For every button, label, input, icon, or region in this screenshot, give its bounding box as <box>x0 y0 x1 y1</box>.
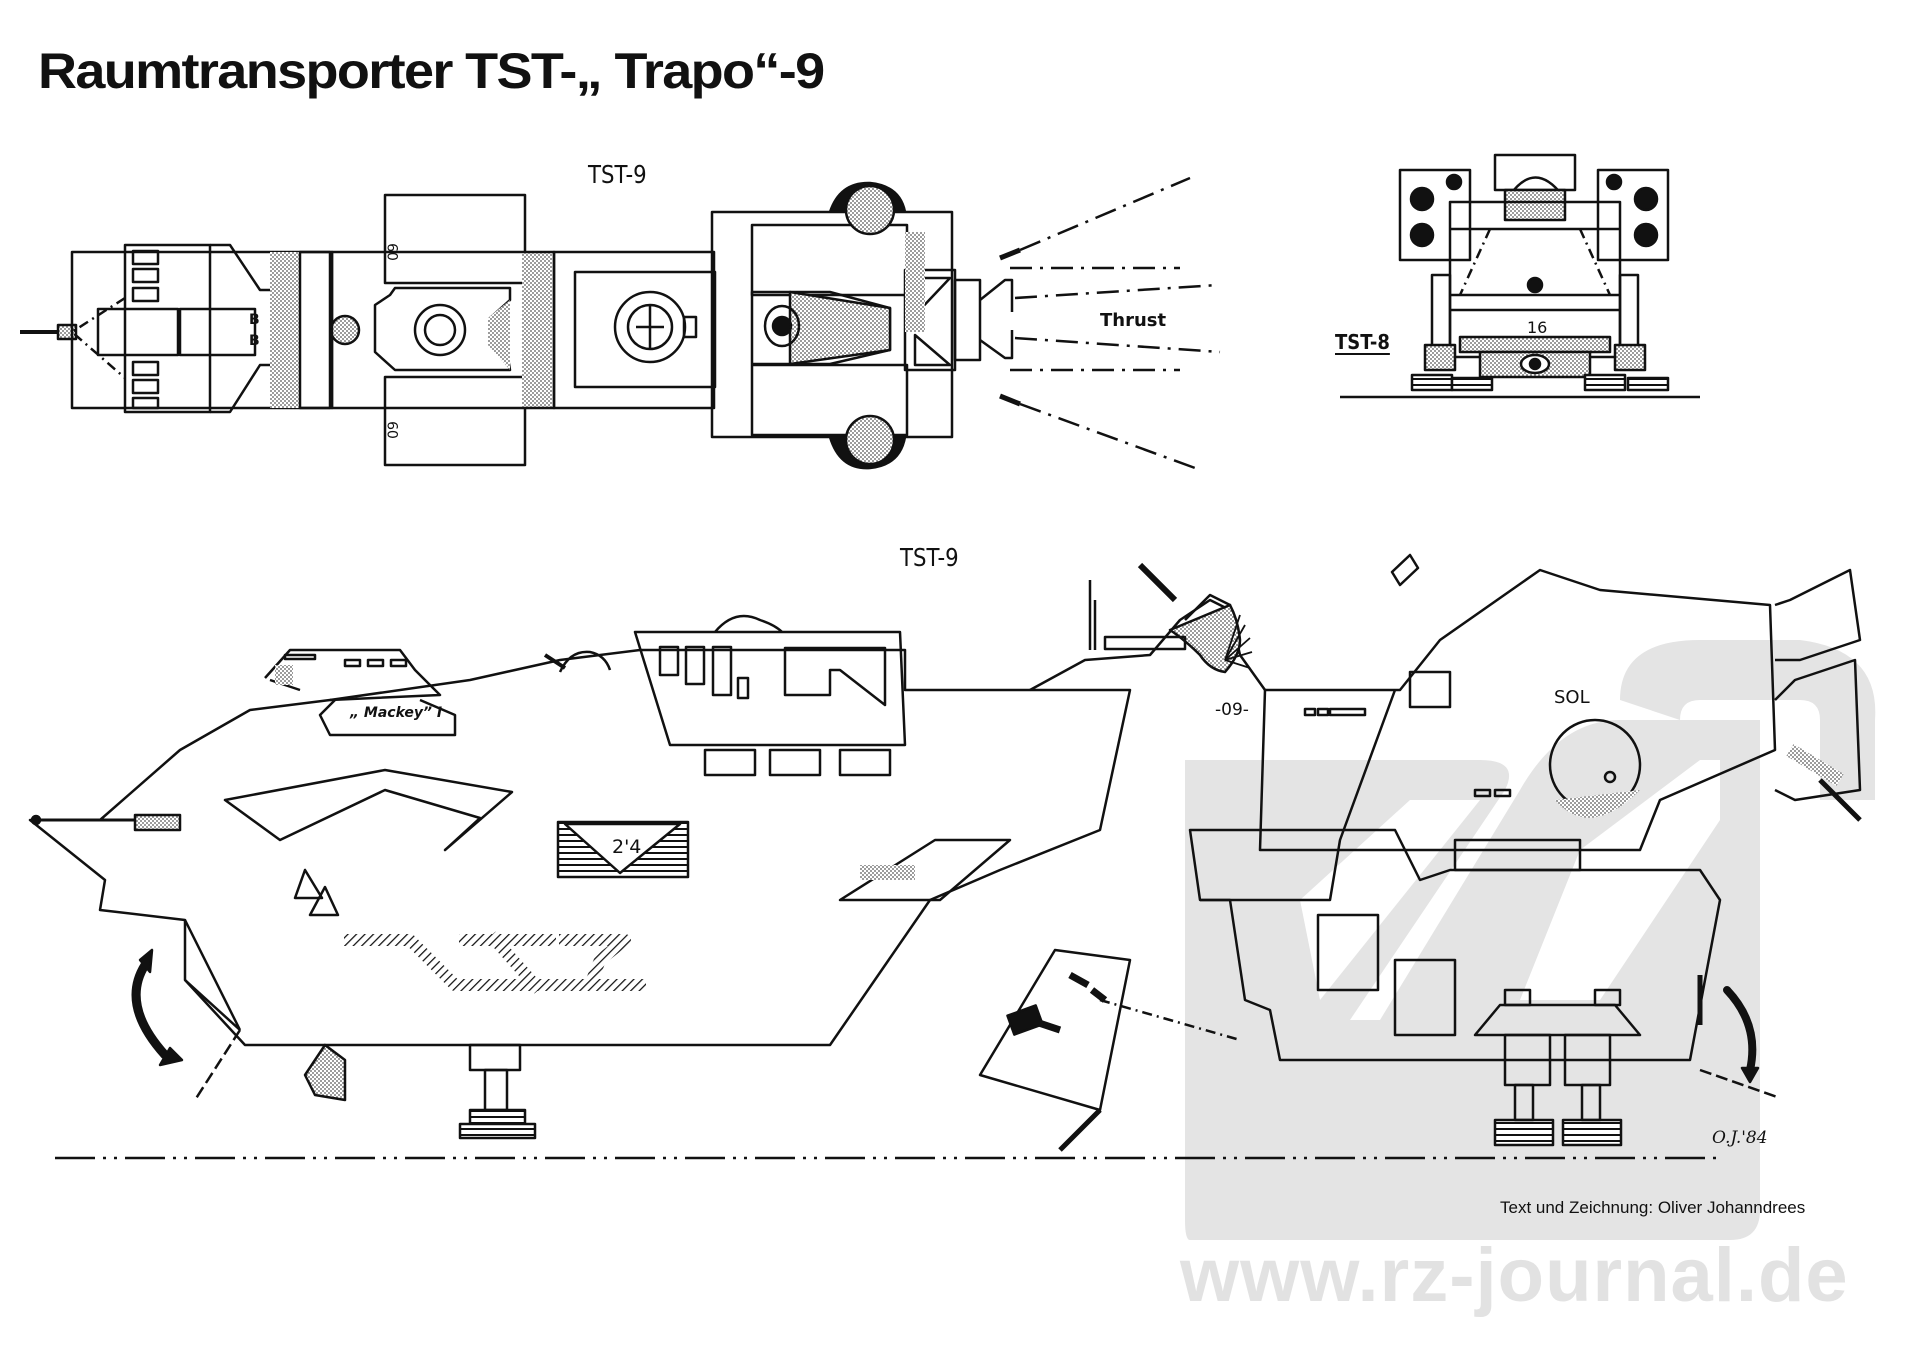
page-title: Raumtransporter TST-„ Trapo“-9 <box>38 43 825 99</box>
panel-number-marking: 2'4 <box>612 836 642 858</box>
top-marker-b-lower: B <box>249 333 260 349</box>
hull-number-marking: -09- <box>1215 700 1249 720</box>
credit-line: Text und Zeichnung: Oliver Johanndrees <box>1500 1198 1806 1217</box>
front-view-drawing <box>1340 153 1700 399</box>
top-pod-number-upper: 09 <box>385 243 402 261</box>
top-marker-b-upper: B <box>249 312 260 328</box>
top-view-label: TST-9 <box>588 160 647 189</box>
thrust-label: Thrust <box>1100 310 1167 331</box>
ship-name-marking: „ Mackey” I <box>350 705 443 721</box>
artist-signature: O.J.'84 <box>1712 1128 1768 1148</box>
front-number-marking: 16 <box>1527 318 1548 337</box>
front-view-label: TST-8 <box>1335 330 1390 354</box>
side-view-label: TST-9 <box>900 543 959 572</box>
side-view-drawing <box>28 553 1862 1160</box>
watermark-url: www.rz-journal.de <box>1180 1233 1849 1318</box>
sol-marking: SOL <box>1554 687 1590 708</box>
top-view-drawing <box>20 176 1221 470</box>
thrust-lines <box>1010 176 1221 470</box>
top-pod-number-lower: 09 <box>385 421 402 439</box>
